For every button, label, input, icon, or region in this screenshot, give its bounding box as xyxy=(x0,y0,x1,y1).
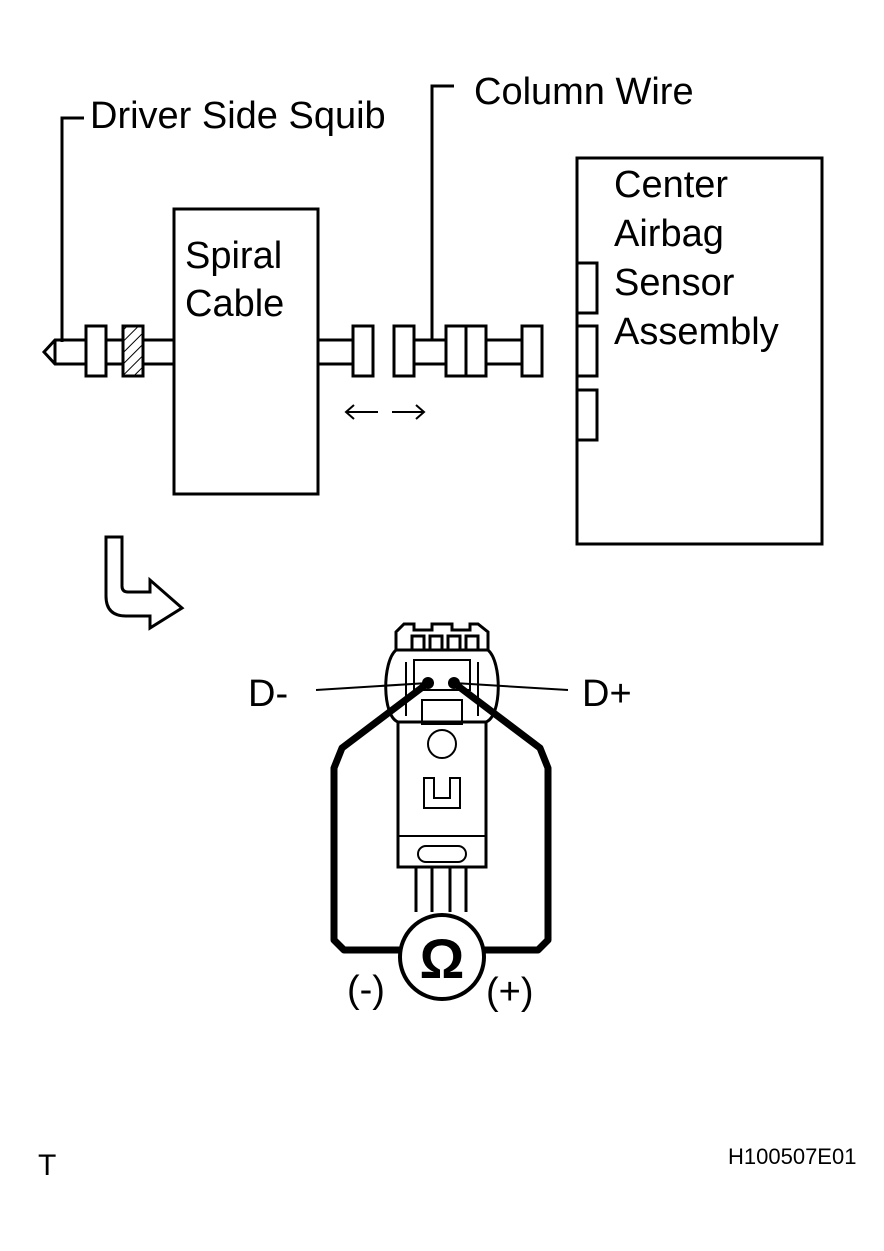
d-minus-leader xyxy=(315,682,429,691)
d-minus-label: D- xyxy=(248,673,288,715)
squib-terminal xyxy=(41,324,108,378)
meter-lead-minus xyxy=(330,679,432,954)
meter-minus-label: (-) xyxy=(347,969,385,1011)
double-arrow-icon xyxy=(344,404,426,420)
meter-lead-plus xyxy=(450,679,552,954)
center-airbag-sensor-box: Center Airbag Sensor Assembly xyxy=(575,156,824,546)
bent-arrow-icon xyxy=(104,535,185,631)
spiral-cable-label-2: Cable xyxy=(185,283,284,325)
corner-mark: T xyxy=(38,1149,56,1182)
d-plus-label: D+ xyxy=(582,673,632,715)
spiral-cable-label-1: Spiral xyxy=(185,235,282,277)
column-wire-label: Column Wire xyxy=(474,71,694,113)
driver-squib-callout: Driver Side Squib xyxy=(60,95,386,342)
column-wire xyxy=(392,324,544,378)
spiral-connector xyxy=(351,324,375,378)
driver-side-squib-label: Driver Side Squib xyxy=(90,95,386,137)
center-label-3: Sensor xyxy=(614,262,735,304)
d-plus-leader xyxy=(453,682,569,691)
squib-connector-hatched xyxy=(121,324,145,378)
squib-side-connector xyxy=(384,622,500,912)
center-label-4: Assembly xyxy=(614,311,779,353)
sensor-connector xyxy=(575,261,599,315)
center-label-2: Airbag xyxy=(614,213,724,255)
column-wire-callout: Column Wire xyxy=(430,71,694,340)
figure-code: H100507E01 xyxy=(728,1144,856,1169)
spiral-cable-box: Spiral Cable xyxy=(172,207,320,496)
wire-segment xyxy=(143,338,176,366)
center-label-1: Center xyxy=(614,164,728,206)
sensor-connector xyxy=(575,388,599,442)
ohm-symbol: Ω xyxy=(420,927,465,990)
ohmmeter-icon: Ω xyxy=(398,913,486,1001)
sensor-connector xyxy=(575,324,599,378)
meter-plus-label: (+) xyxy=(486,971,534,1013)
